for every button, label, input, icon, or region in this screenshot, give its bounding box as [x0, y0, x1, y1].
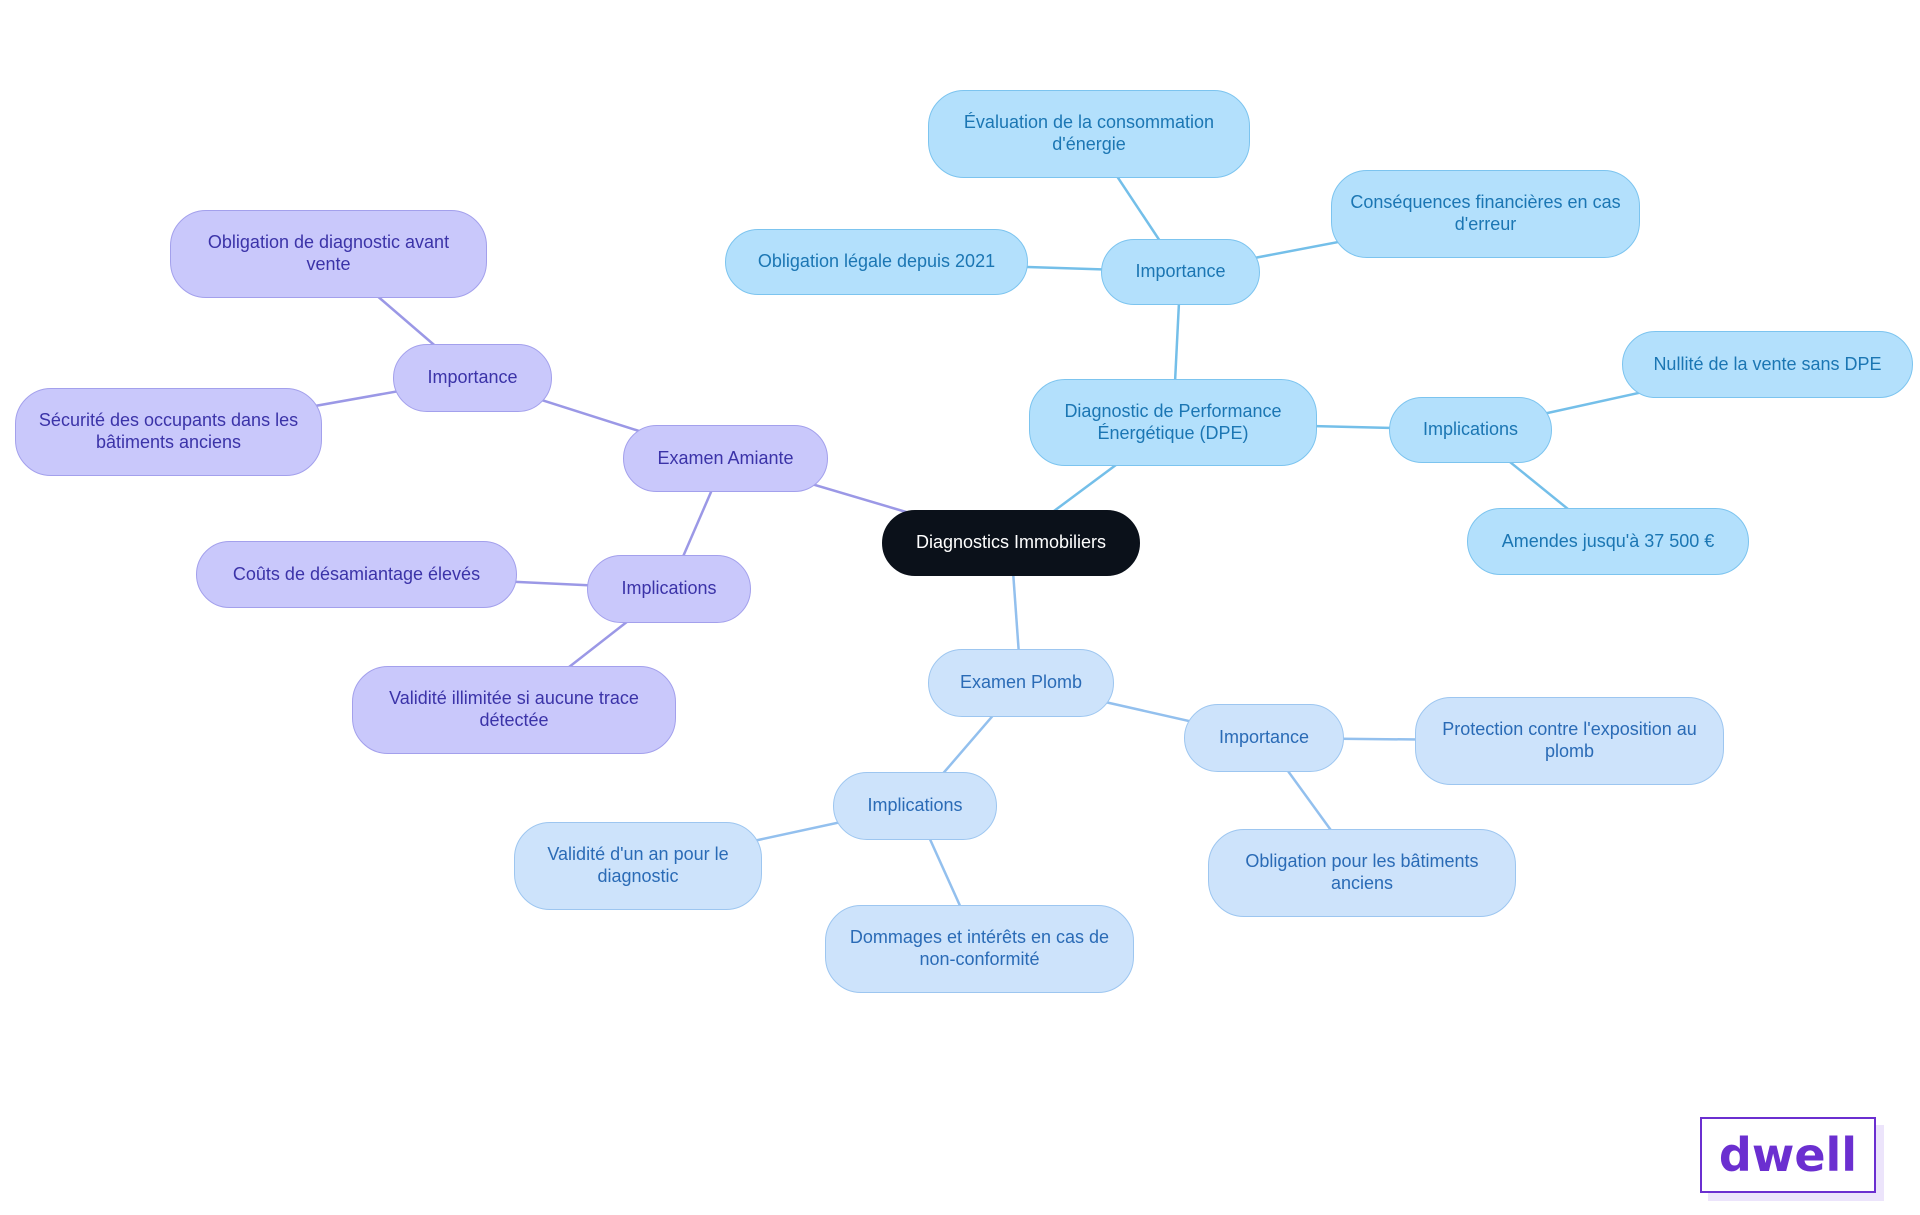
amiante-node: Examen Amiante — [623, 425, 828, 492]
amiante-importance-item-obligation: Obligation de diagnostic avant vente — [170, 210, 487, 298]
plomb-implications-node: Implications — [833, 772, 997, 840]
dpe-importance-item-financial: Conséquences financières en cas d'erreur — [1331, 170, 1640, 258]
amiante-importance-node: Importance — [393, 344, 552, 412]
amiante-implications-item-validity: Validité illimitée si aucune trace détec… — [352, 666, 676, 754]
dpe-importance-node: Importance — [1101, 239, 1260, 305]
dpe-implications-item-nullity: Nullité de la vente sans DPE — [1622, 331, 1913, 398]
root-node: Diagnostics Immobiliers — [882, 510, 1140, 576]
plomb-importance-item-protection: Protection contre l'exposition au plomb — [1415, 697, 1724, 785]
plomb-importance-item-obligation: Obligation pour les bâtiments anciens — [1208, 829, 1516, 917]
dpe-node: Diagnostic de Performance Énergétique (D… — [1029, 379, 1317, 466]
plomb-node: Examen Plomb — [928, 649, 1114, 717]
plomb-importance-node: Importance — [1184, 704, 1344, 772]
dpe-implications-item-fines: Amendes jusqu'à 37 500 € — [1467, 508, 1749, 575]
dwell-logo-text: dwell — [1718, 1128, 1858, 1182]
amiante-implications-node: Implications — [587, 555, 751, 623]
amiante-implications-item-costs: Coûts de désamiantage élevés — [196, 541, 517, 608]
dpe-importance-item-legal: Obligation légale depuis 2021 — [725, 229, 1028, 295]
dpe-importance-item-energy: Évaluation de la consommation d'énergie — [928, 90, 1250, 178]
dwell-logo: dwell — [1700, 1117, 1876, 1193]
dpe-implications-node: Implications — [1389, 397, 1552, 463]
amiante-importance-item-safety: Sécurité des occupants dans les bâtiment… — [15, 388, 322, 476]
plomb-implications-item-validity: Validité d'un an pour le diagnostic — [514, 822, 762, 910]
plomb-implications-item-damages: Dommages et intérêts en cas de non-confo… — [825, 905, 1134, 993]
